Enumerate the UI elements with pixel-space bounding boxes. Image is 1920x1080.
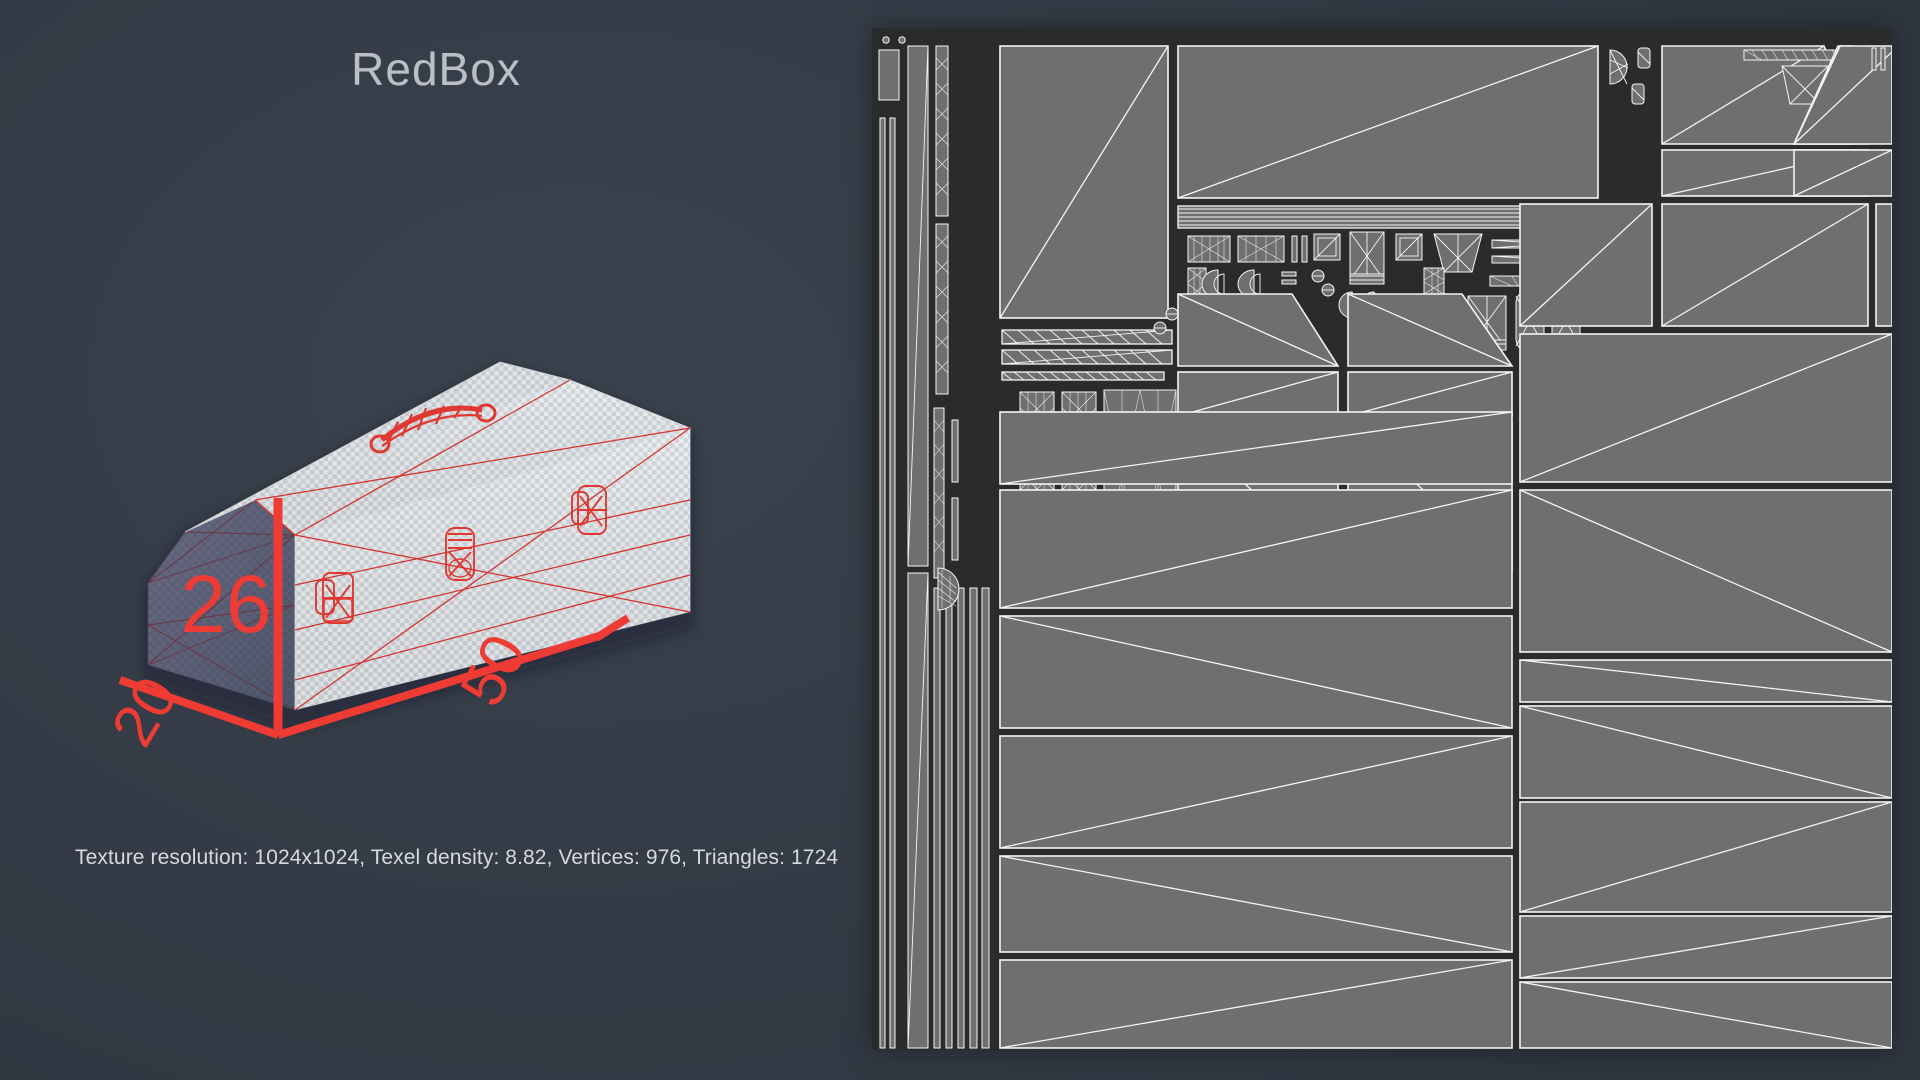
left-preview-panel: RedBox bbox=[0, 0, 872, 1080]
toolbox-handle bbox=[369, 403, 497, 454]
toolbox-latch-center bbox=[445, 527, 475, 581]
uv-island-lid-side-left bbox=[999, 45, 1169, 319]
asset-stats-line: Texture resolution: 1024x1024, Texel den… bbox=[75, 846, 839, 869]
uv-island-ladder-a bbox=[935, 45, 949, 395]
uv-layout-svg: .isl { fill:#6e6f71; stroke:#f4f4f4; str… bbox=[872, 28, 1892, 1050]
uv-island-hinge-strips bbox=[1001, 329, 1173, 381]
dimension-height: 26 bbox=[180, 498, 283, 735]
dimension-height-label: 26 bbox=[180, 559, 271, 650]
uv-island-strips-left bbox=[878, 36, 990, 1049]
toolbox-latch-right bbox=[571, 485, 607, 535]
uv-island-left-panels bbox=[999, 411, 1513, 1049]
toolbox-latch-left bbox=[315, 572, 354, 624]
model-viewport[interactable]: 26 20 50 bbox=[99, 361, 750, 840]
uv-island-right-squares bbox=[1519, 203, 1892, 327]
uv-island-lid-top bbox=[1177, 45, 1599, 199]
uv-map-panel[interactable]: .isl { fill:#6e6f71; stroke:#f4f4f4; str… bbox=[872, 28, 1892, 1050]
page-title: RedBox bbox=[351, 43, 521, 95]
toolbox-end-cap bbox=[147, 499, 296, 711]
uv-island-right-top bbox=[1609, 45, 1892, 197]
uv-island-body-panels bbox=[1519, 333, 1892, 1049]
